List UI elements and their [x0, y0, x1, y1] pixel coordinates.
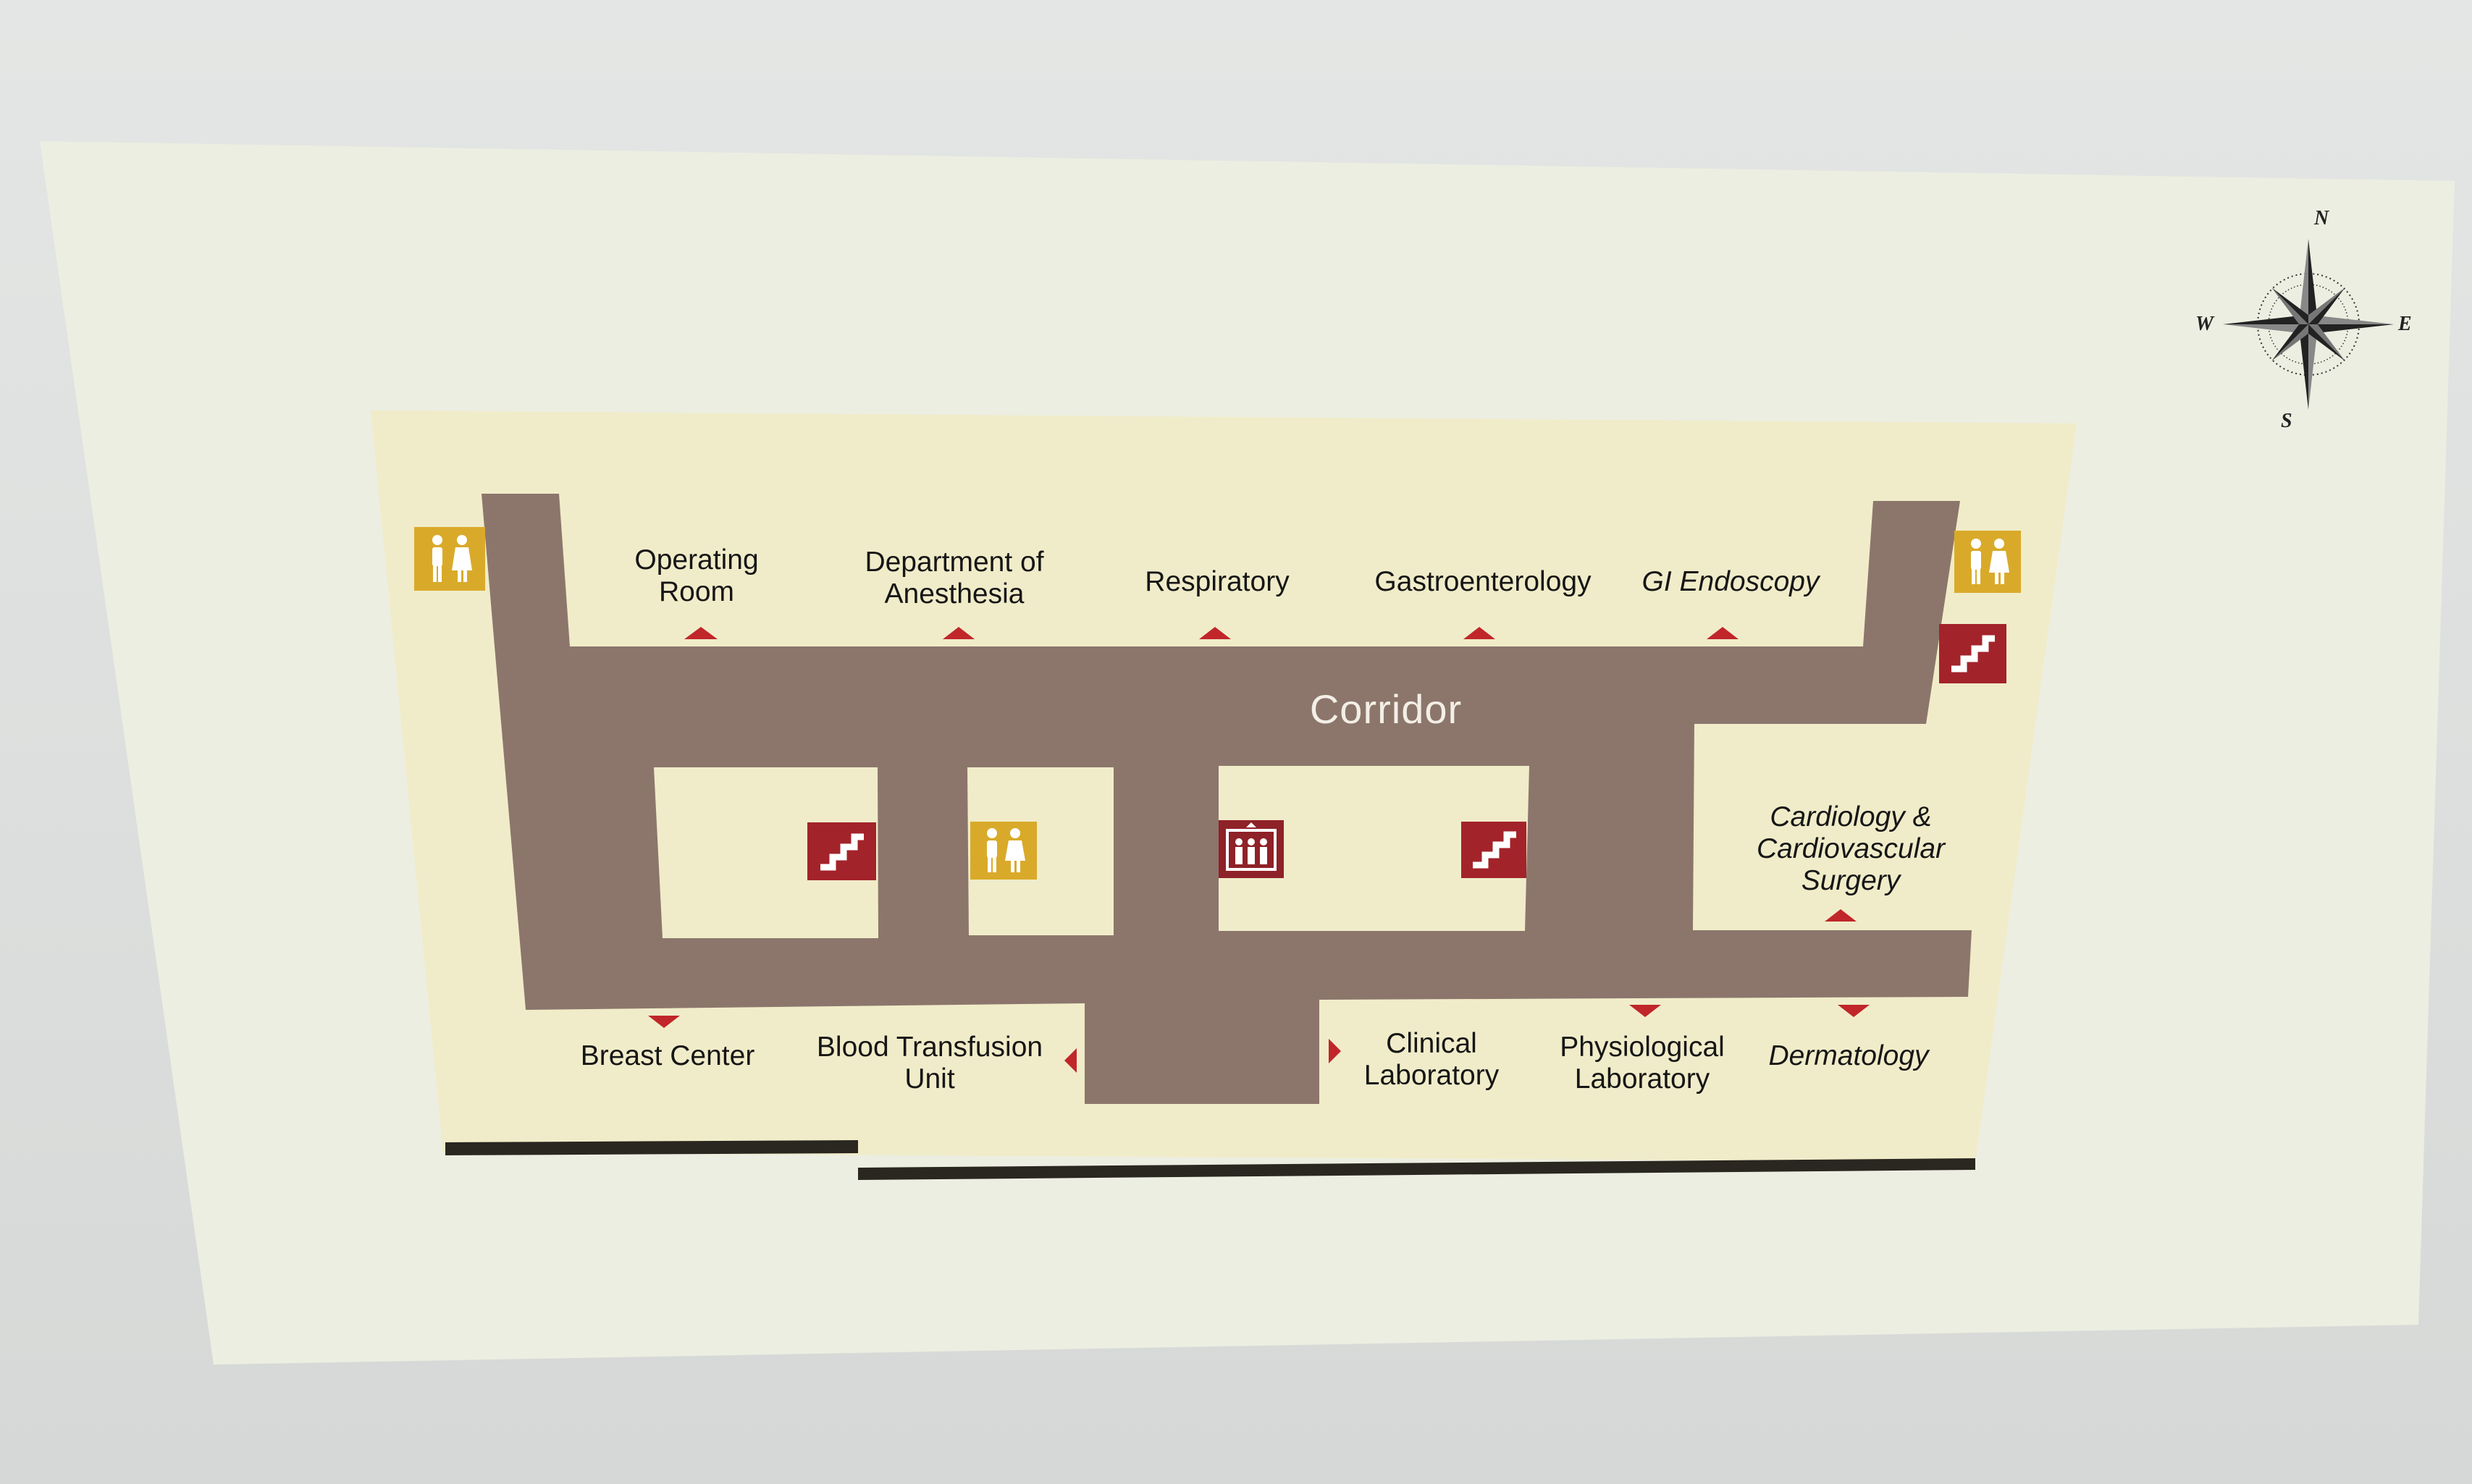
arrow-gastroenterology [1463, 627, 1495, 639]
arrow-physiological-lab [1629, 1005, 1661, 1017]
stairs-icon [1461, 822, 1526, 878]
outer-wall-left [445, 1140, 858, 1155]
dept-gastroenterology: Gastroenterology [1374, 566, 1592, 597]
arrow-gi-endoscopy [1707, 627, 1739, 639]
dept-respiratory: Respiratory [1145, 566, 1290, 597]
dept-breast-center: Breast Center [580, 1040, 755, 1071]
stairs-icon [1939, 624, 2006, 683]
corridor-label: Corridor [1309, 686, 1463, 732]
outer-wall-right [858, 1158, 1975, 1180]
dept-operating-room: Operating Room [634, 544, 759, 607]
arrow-dermatology [1838, 1005, 1870, 1017]
dept-gi-endoscopy: GI Endoscopy [1641, 566, 1820, 597]
arrow-cardiology [1825, 909, 1857, 922]
room-block-4 [1693, 767, 1957, 927]
arrow-breast-center [648, 1016, 680, 1028]
restroom-icon [414, 527, 485, 591]
compass-rose-icon [2223, 239, 2394, 410]
restroom-icon [970, 822, 1037, 880]
compass-west: W [2195, 313, 2214, 335]
dept-anesthesia: Department of Anesthesia [865, 547, 1044, 610]
room-block-2 [967, 767, 1114, 935]
arrow-anesthesia [943, 627, 975, 639]
compass-north: N [2314, 207, 2329, 229]
restroom-icon [1954, 531, 2021, 593]
dept-clinical-lab: Clinical Laboratory [1363, 1028, 1500, 1091]
dept-dermatology: Dermatology [1768, 1040, 1929, 1071]
arrow-operating-room [684, 627, 718, 639]
stairs-icon [807, 822, 876, 880]
compass-east: E [2398, 313, 2412, 335]
arrow-respiratory [1199, 627, 1231, 639]
dept-blood-transfusion: Blood Transfusion Unit [816, 1032, 1043, 1095]
arrow-clinical-lab [1329, 1039, 1341, 1063]
room-block-1 [654, 767, 878, 938]
room-block-3 [1219, 766, 1529, 931]
elevator-icon [1219, 820, 1284, 878]
dept-physiological-lab: Physiological Laboratory [1560, 1032, 1725, 1095]
compass-south: S [2281, 410, 2292, 432]
dept-cardiology: Cardiology & Cardiovascular Surgery [1756, 801, 1946, 896]
arrow-blood-transfusion [1064, 1048, 1077, 1073]
